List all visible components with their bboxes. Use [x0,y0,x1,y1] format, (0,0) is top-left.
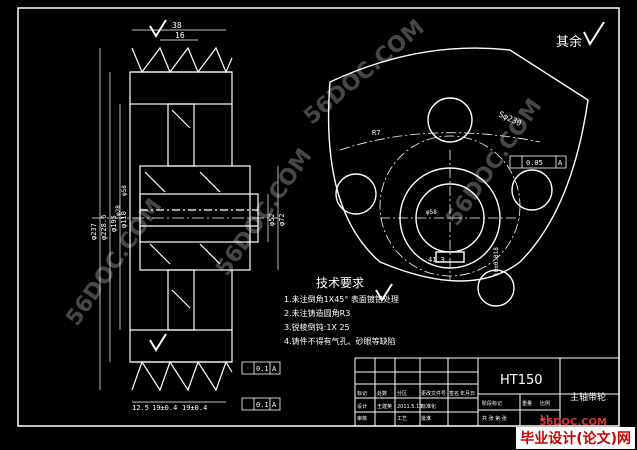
rough-note: 其余 [556,34,582,50]
dim-top-width: 38 [172,21,182,30]
tech-item: 2.未注铸造圆角R3 [284,308,350,318]
dim-bottom-2: 19±0.4 [152,404,177,412]
dim-top-pitch: 16 [175,31,185,40]
tb-label: 年月日 [460,390,475,397]
tb-label: 设计 [357,403,367,410]
tb-label: 比例 [540,400,550,407]
tb-label: 重量 [522,400,532,407]
tol-2-ref: A [272,401,277,409]
tb-label: 1:1 [540,415,550,422]
tb-label: 批准 [421,415,431,422]
tol-3-ref: A [558,159,563,167]
tb-label: 2011.5.13 [397,404,422,410]
dim-outer: φ237 [90,223,98,240]
tb-label: 王建英 [377,403,392,410]
pulley-section-view [92,29,281,411]
arc-label: Sφ230 [497,110,523,128]
tb-label: 分区 [397,390,407,397]
tech-item: 3.锐棱倒钝:1X 25 [284,322,350,332]
site-url: 56DOC.COM [539,417,607,428]
material: HT150 [500,373,543,388]
dim-small: φ28 [115,205,122,216]
tech-item: 1.未注倒角1X45° 表面镀铬处理 [284,294,399,304]
hub-label: φ58 [426,209,437,216]
tb-label: 处数 [377,390,387,397]
dim-bottom-3: 19±0.4 [182,404,207,412]
site-name: 毕业设计(论文)网 [516,427,635,449]
dim-3: φ195 [110,215,118,232]
key-label: 41.3 [428,256,445,264]
part-name: 主轴带轮 [570,391,606,403]
drawing-border [17,7,620,427]
dim-hub: φ110 [120,211,128,228]
tb-label: 签名 [449,390,459,397]
key-tol: 10±0.018 [493,247,500,276]
tech-item: 4.铸件不得有气孔、砂眼等缺陷 [284,336,396,346]
tol-1-ref: A [272,365,277,373]
tol-1-value: 0.1 [256,365,269,373]
dim-2: φ228.6 [100,215,108,240]
tb-label: 标准化 [421,403,436,410]
tb-label: 工艺 [397,416,407,422]
pulley-front-view [327,47,589,307]
tb-label: 更改文件号 [421,390,446,397]
tol-3-value: 0.05 [526,159,543,167]
roughness-symbol-icon [149,19,605,352]
dim-key: φ58 [121,185,128,196]
tb-label: 标记 [357,390,367,397]
dim-bore: φ52 [268,213,276,226]
tech-requirements-title: 技术要求 [316,276,364,290]
title-block [354,357,620,427]
dim-bottom-1: 12.5 [132,404,149,412]
tol-2-value: 0.1 [256,401,269,409]
radius-label: R7 [372,129,380,137]
dim-bore2: φ72 [278,213,286,226]
tb-label: 审核 [357,415,367,422]
tb-label: 共 张 第 张 [482,415,507,422]
tb-label: 阶段标记 [482,400,502,407]
